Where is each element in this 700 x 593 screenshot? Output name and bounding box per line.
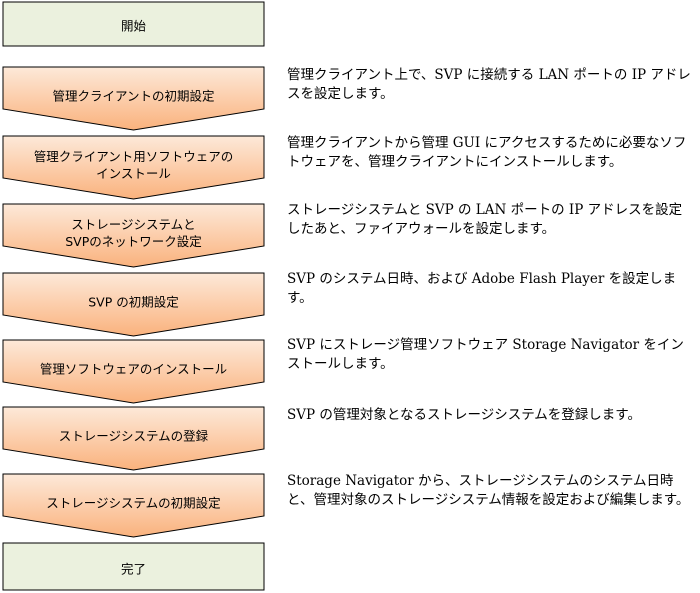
step-7-node (2, 473, 265, 538)
step-7-description: Storage Navigator から、ストレージシステムのシステム日時と、管… (287, 473, 690, 508)
step-2-label: インストール (96, 166, 171, 181)
step-4-label: SVP の初期設定 (88, 295, 179, 310)
start-node (2, 1, 265, 47)
step-2-description: 管理クライアントから管理 GUI にアクセスするために必要なソフトウェアを、管理… (287, 135, 687, 170)
step-5-label: 管理ソフトウェアのインストール (40, 362, 227, 377)
step-1-label: 管理クライアントの初期設定 (52, 89, 214, 104)
step-4-description: SVP のシステム日時、および Adobe Flash Player を設定しま… (287, 271, 677, 306)
end-node (2, 542, 265, 591)
step-6-node (2, 406, 265, 471)
step-3-label: SVPのネットワーク設定 (65, 234, 202, 249)
step-6-description: SVP の管理対象となるストレージシステムを登録します。 (287, 407, 641, 423)
end-label: 完了 (121, 562, 146, 577)
step-3-description: ストレージシステムと SVP の LAN ポートの IP アドレスを設定したあと… (287, 202, 683, 237)
step-1-description: 管理クライアント上で、SVP に接続する LAN ポートの IP アドレスを設定… (287, 67, 691, 102)
step-2-label: 管理クライアント用ソフトウェアの (34, 149, 234, 164)
step-5-description: SVP にストレージ管理ソフトウェア Storage Navigator をイン… (287, 337, 684, 372)
step-1-node (2, 66, 265, 131)
step-7-label: ストレージシステムの初期設定 (46, 496, 220, 511)
step-2-node (2, 135, 265, 200)
step-3-node (2, 203, 265, 268)
step-4-node (2, 272, 265, 337)
step-6-label: ストレージシステムの登録 (59, 429, 209, 444)
start-label: 開始 (121, 19, 147, 34)
step-3-label: ストレージシステムと (71, 217, 195, 232)
step-5-node (2, 339, 265, 404)
